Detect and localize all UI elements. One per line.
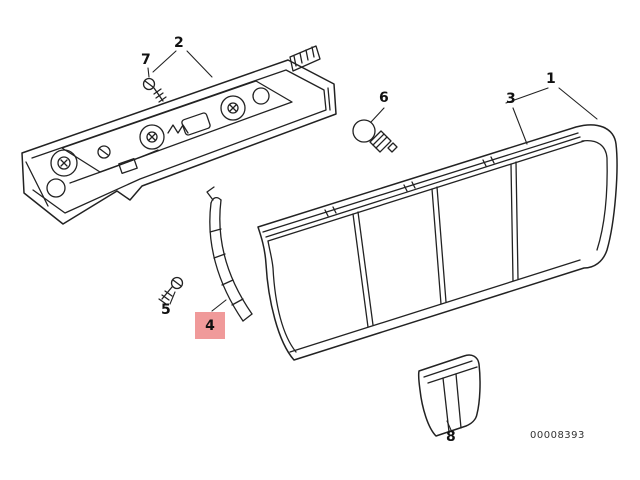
screw-7	[142, 77, 167, 103]
callout-8: 8	[446, 429, 456, 445]
callout-3: 3	[506, 91, 516, 107]
callout-1: 1	[546, 71, 556, 87]
bulb-6	[352, 119, 398, 153]
leader-lines	[147, 50, 598, 431]
seal-3	[262, 132, 581, 238]
reflector-8	[417, 354, 481, 437]
callout-7: 7	[141, 52, 151, 68]
tail-light-housing	[21, 45, 337, 225]
callout-6: 6	[379, 90, 389, 106]
lens-1	[257, 124, 618, 361]
callout-2: 2	[174, 35, 184, 51]
gasket-4	[206, 186, 253, 322]
screw-5	[158, 276, 184, 305]
part-code: 00008393	[530, 430, 585, 441]
callout-4: 4	[195, 312, 225, 339]
callout-5: 5	[161, 302, 171, 318]
